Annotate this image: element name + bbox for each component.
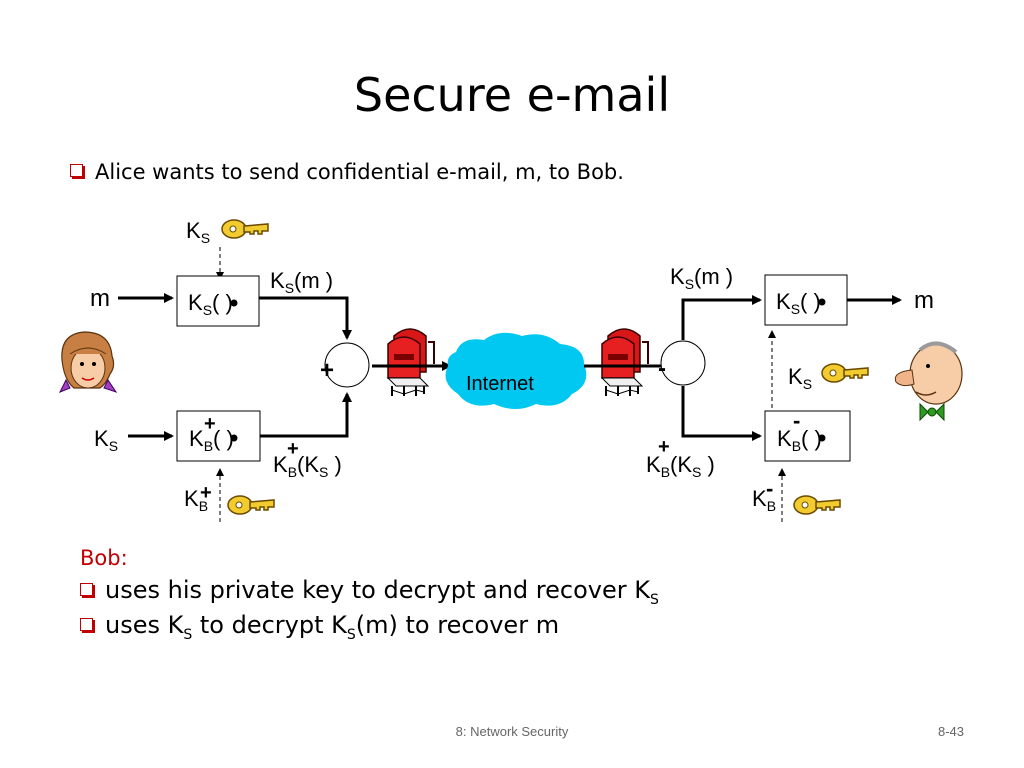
left-plus-label: + <box>320 357 334 384</box>
footer-page-number: 8-43 <box>937 724 964 739</box>
left-ksm-arrow <box>259 296 352 340</box>
right-ks-box-label: KS( ) <box>776 289 821 317</box>
intro-bullet-text: Alice wants to send confidential e-mail,… <box>95 160 624 184</box>
right-kb-box-dot <box>818 434 826 442</box>
bob-point-1-text: uses his private key to decrypt and reco… <box>105 576 650 604</box>
right-ksm-label: KS(m ) <box>670 264 733 292</box>
internet-cloud <box>445 332 587 409</box>
bob-point-2-sub2: S <box>346 626 356 643</box>
left-kbks-arrow <box>260 392 352 438</box>
left-kb-key-sup: + <box>200 482 212 504</box>
right-minus-label: - <box>658 355 666 382</box>
alice-icon <box>58 331 118 393</box>
bob-point-1: uses his private key to decrypt and reco… <box>80 576 659 608</box>
left-ksm-label: KS(m ) <box>270 268 333 296</box>
left-ks-encrypt-box <box>176 275 260 327</box>
right-bob-private-key-icon <box>793 495 841 515</box>
bob-icon <box>894 341 963 422</box>
right-mailbox-icon <box>601 328 649 397</box>
right-kb-box-label: KB( ) <box>777 426 822 454</box>
left-kbks-label: KB(KS ) <box>273 452 342 480</box>
bob-heading: Bob: <box>80 546 128 570</box>
bob-point-1-sub: S <box>649 591 659 608</box>
left-m-label: m <box>90 285 110 312</box>
right-ks-decrypt-box <box>764 274 848 326</box>
slide-title: Secure e-mail <box>353 68 671 122</box>
left-ks-box-dot <box>230 299 238 307</box>
right-kb-decrypt-box <box>764 410 851 462</box>
left-ks-box-label: KS( ) <box>188 290 233 318</box>
intro-bullet: Alice wants to send confidential e-mail,… <box>70 160 624 184</box>
bob-point-2-text: uses K <box>105 611 184 639</box>
right-ks-label: KS <box>788 364 812 392</box>
left-combine-node <box>324 342 370 388</box>
right-kbks-sup: + <box>658 436 670 458</box>
left-kb-box-label: KB( ) <box>189 426 234 454</box>
left-kb-key-label: KB <box>184 486 208 514</box>
left-session-key-icon <box>221 219 269 239</box>
bullet-box-icon <box>70 164 83 177</box>
left-kb-encrypt-box <box>176 410 261 462</box>
right-ksm-arrow <box>681 295 762 340</box>
right-kbks-label: KB(KS ) <box>646 452 715 480</box>
left-bob-public-key-icon <box>227 495 275 515</box>
left-kbks-sup: + <box>287 438 299 460</box>
bob-point-2-sub: S <box>183 626 193 643</box>
bullet-box-icon <box>80 583 93 596</box>
right-m-label: m <box>914 287 934 314</box>
left-mailbox-icon <box>387 328 435 397</box>
internet-label: Internet <box>466 373 534 395</box>
bob-point-2: uses KS to decrypt KS(m) to recover m <box>80 611 559 643</box>
left-ks-key-label: KS <box>186 218 210 246</box>
left-ks-in-label: KS <box>94 426 118 454</box>
right-kb-box-sup: - <box>793 408 800 433</box>
right-kbks-arrow <box>681 386 762 441</box>
bob-point-2-middle: to decrypt K <box>192 611 347 639</box>
footer-chapter: 8: Network Security <box>455 724 569 739</box>
bob-point-2-after: (m) to recover m <box>355 611 560 639</box>
left-kb-box-dot <box>230 434 238 442</box>
right-split-node <box>660 340 706 386</box>
bullet-box-icon <box>80 618 93 631</box>
right-session-key-icon <box>821 363 869 383</box>
right-kb-key-label: KB <box>752 486 776 514</box>
right-kb-key-sup: - <box>766 476 773 501</box>
left-kb-box-sup: + <box>204 413 216 435</box>
right-ks-box-dot <box>818 298 826 306</box>
